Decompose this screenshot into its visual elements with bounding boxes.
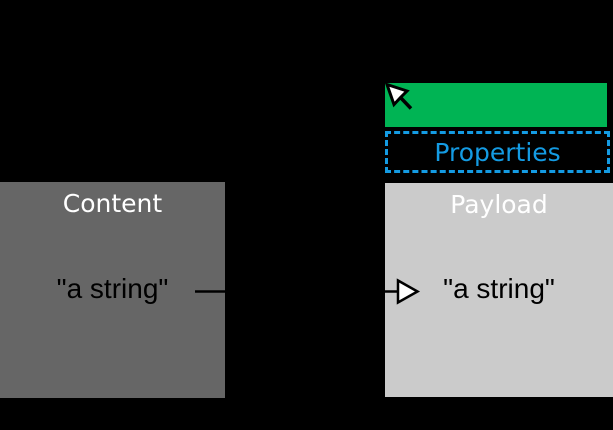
payload-box: Payload "a string" [385,183,613,397]
properties-box: Properties [385,131,610,173]
payload-box-value: "a string" [443,273,555,304]
payload-box-title: Payload [450,190,548,219]
message-header-bar [385,83,607,127]
content-box-title: Content [62,189,163,218]
properties-label: Properties [434,137,561,167]
content-box: Content "a string" [0,182,225,398]
content-box-value: "a string" [56,273,169,304]
